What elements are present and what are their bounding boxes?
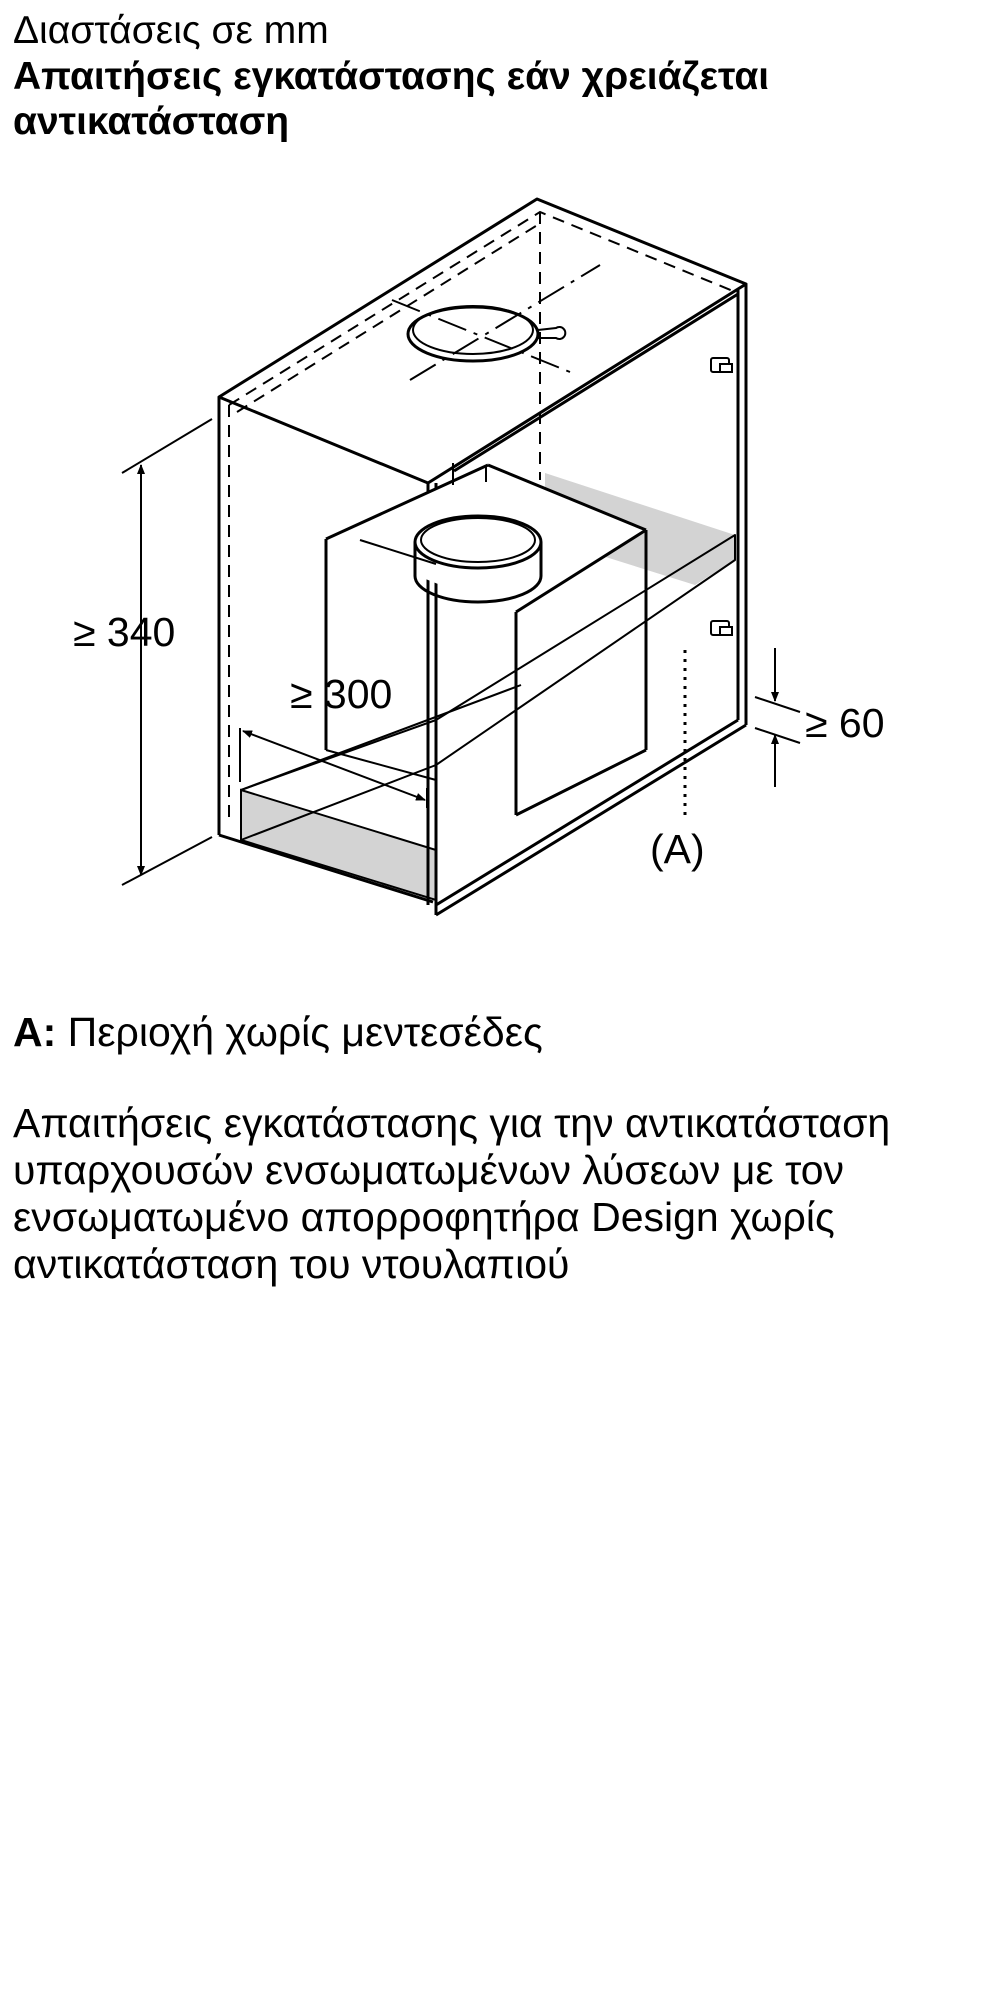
dimension-depth [239, 728, 428, 808]
dimension-height [121, 418, 213, 886]
hinge-icon [710, 357, 733, 636]
hood-unit [324, 463, 648, 817]
dimension-height-label: ≥ 340 [73, 609, 175, 655]
installation-diagram: ≥ 340 ≥ 300 ≥ 60 (A) [0, 180, 1000, 940]
header: Διαστάσεις σε mm Απαιτήσεις εγκατάστασης… [13, 8, 973, 144]
top-duct-opening [391, 264, 601, 381]
no-hinge-area-front [240, 788, 437, 902]
page-title: Απαιτήσεις εγκατάστασης εάν χρειάζεται α… [13, 55, 770, 143]
hidden-edges [228, 210, 734, 825]
dimension-depth-label: ≥ 300 [290, 671, 392, 717]
legend-text: Περιοχή χωρίς μεντεσέδες [67, 1009, 543, 1055]
dimension-gap [754, 648, 801, 787]
description: Απαιτήσεις εγκατάστασης για την αντικατά… [13, 1100, 891, 1287]
callout-label: (A) [650, 826, 705, 872]
legend: A: Περιοχή χωρίς μεντεσέδες [13, 1008, 543, 1056]
cabinet-drawing: ≥ 340 ≥ 300 ≥ 60 (A) [73, 197, 885, 917]
dimension-gap-label: ≥ 60 [805, 700, 885, 746]
legend-key: A: [13, 1009, 57, 1055]
dimensions-unit-note: Διαστάσεις σε mm [13, 9, 329, 52]
